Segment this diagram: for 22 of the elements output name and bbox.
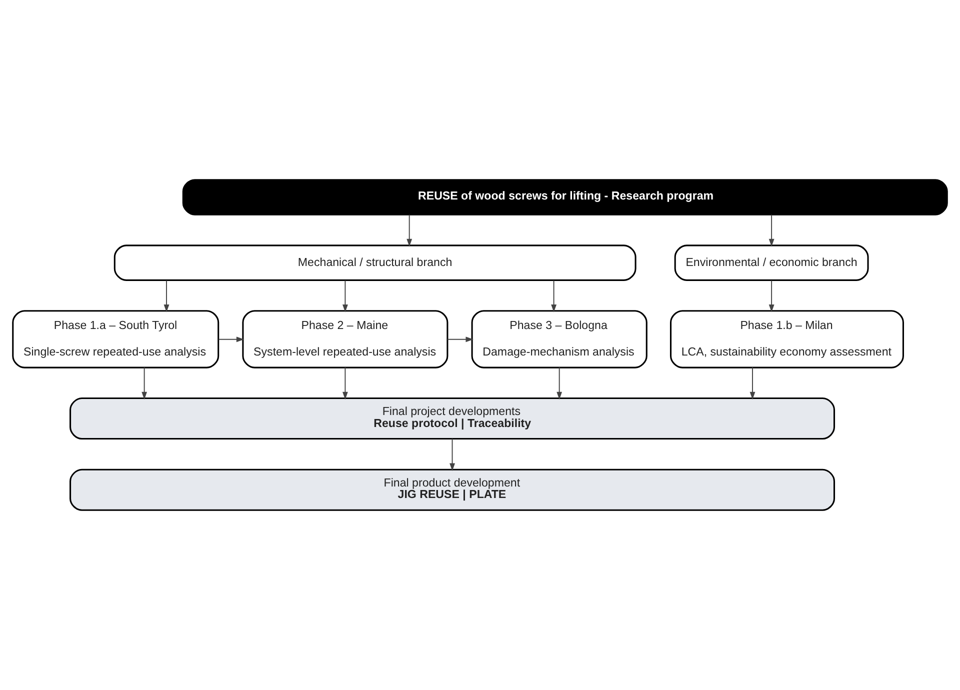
arrow <box>218 336 244 342</box>
node-box: Final product development JIG REUSE | PLATE <box>70 468 836 511</box>
arrow <box>406 214 412 247</box>
arrow <box>342 366 348 400</box>
arrow <box>164 280 170 312</box>
arrow <box>342 280 348 312</box>
node-box: Phase 2 – Maine System-level repeated-use analysis <box>242 310 448 368</box>
node-box: Phase 3 – Bologna Damage-mechanism analysis <box>471 310 648 368</box>
node-box: Final project developments Reuse protocol | Traceability <box>70 397 836 440</box>
node-box: REUSE of wood screws for lifting - Research program <box>182 179 948 216</box>
node-box: Mechanical / structural branch <box>114 244 636 281</box>
arrow <box>556 366 562 400</box>
arrow <box>142 366 148 400</box>
arrow <box>768 214 774 247</box>
arrow <box>450 438 455 472</box>
arrow <box>447 336 474 342</box>
node-box: Phase 1.b – Milan LCA, sustainability economy assessment <box>670 310 904 368</box>
arrow <box>768 280 774 312</box>
node-box: Phase 1.a – South Tyrol Single-screw repeated-use analysis <box>12 310 220 368</box>
arrow <box>750 366 756 400</box>
node-box: Environmental / economic branch <box>674 244 869 281</box>
arrow <box>551 280 556 312</box>
